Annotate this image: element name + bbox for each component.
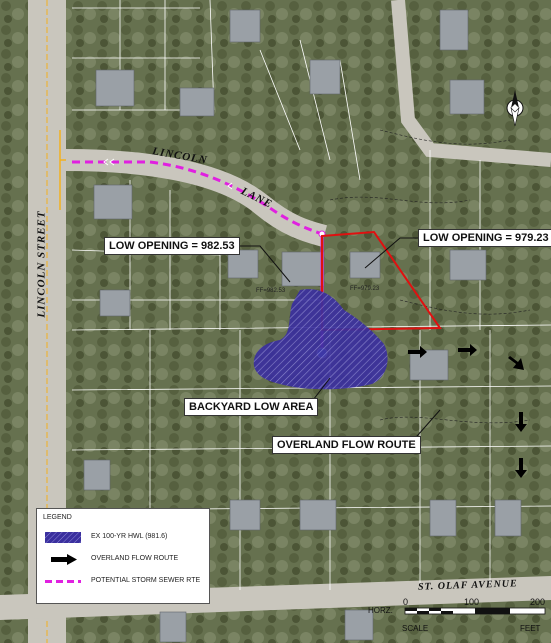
overland-flow-route-callout: OVERLAND FLOW ROUTE <box>272 436 421 454</box>
potential-storm-sewer-route <box>72 160 323 236</box>
hatched-area-swatch <box>45 532 81 543</box>
ffe-left-label: FF=982.53 <box>256 288 286 294</box>
st-olaf-avenue-road <box>0 576 551 620</box>
scale-scale-label: SCALE <box>402 624 429 633</box>
legend-title: LEGEND <box>43 514 72 521</box>
black-arrow-icon <box>51 554 77 565</box>
sewer-chevrons <box>103 158 233 190</box>
scale-bar <box>404 607 546 615</box>
legend: LEGEND EX 100-YR HWL (981.6) OVERLAND FL… <box>36 508 210 604</box>
scale-horz-label: HORZ. <box>368 606 393 615</box>
legend-item-hwl: EX 100-YR HWL (981.6) <box>43 531 203 545</box>
legend-item-storm-sewer: POTENTIAL STORM SEWER RTE <box>43 575 203 589</box>
lincoln-street-label: LINCOLN STREET <box>35 210 48 318</box>
upper-right-road <box>391 0 551 167</box>
legend-storm-sewer-label: POTENTIAL STORM SEWER RTE <box>91 577 201 584</box>
low-opening-right-callout: LOW OPENING = 979.23 <box>418 229 551 247</box>
legend-overland-flow-label: OVERLAND FLOW ROUTE <box>91 555 179 562</box>
low-opening-left-callout: LOW OPENING = 982.53 <box>104 237 240 255</box>
scale-tick-0: 0 <box>403 597 409 607</box>
scale-tick-100: 100 <box>464 597 480 607</box>
scale-tick-200: 200 <box>530 597 546 607</box>
ffe-right-label: FF=979.23 <box>350 286 380 292</box>
hwl-hatched-area <box>253 289 388 390</box>
houses <box>83 9 522 643</box>
backyard-low-area-callout: BACKYARD LOW AREA <box>184 398 319 416</box>
overland-flow-arrows <box>408 344 527 478</box>
north-arrow <box>506 90 524 127</box>
legend-hwl-label: EX 100-YR HWL (981.6) <box>91 533 168 540</box>
legend-item-overland-flow: OVERLAND FLOW ROUTE <box>43 553 203 567</box>
scale-feet-label: FEET <box>520 624 541 633</box>
contour-lines <box>329 129 531 424</box>
dashed-magenta-line-icon <box>45 580 81 583</box>
